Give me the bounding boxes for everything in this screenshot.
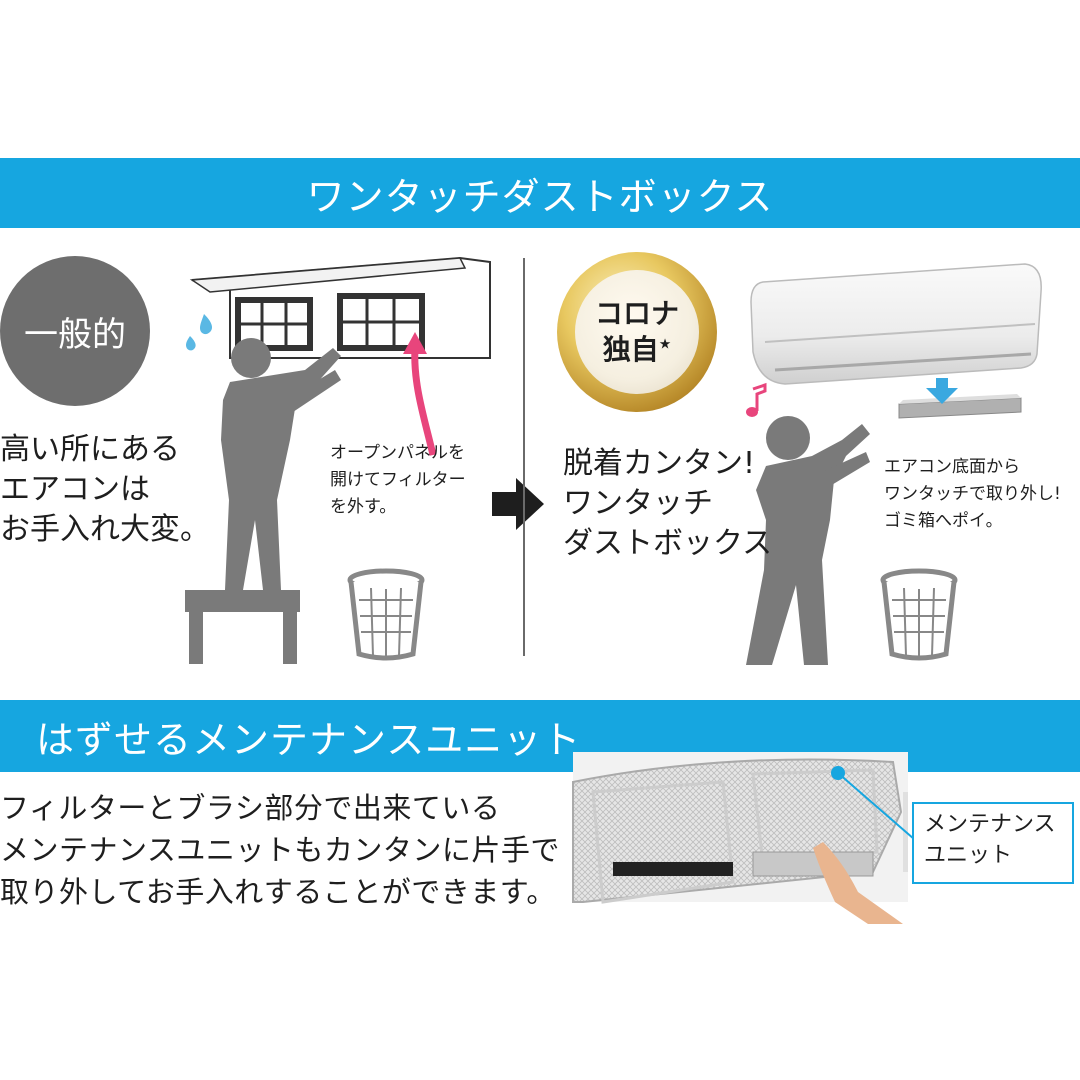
general-badge: 一般的 xyxy=(0,256,150,406)
dust-box-illustration xyxy=(898,394,1022,419)
section2-body: フィルターとブラシ部分で出来ている メンテナンスユニットもカンタンに片手で 取り… xyxy=(0,788,560,913)
general-headline: 高い所にある エアコンは お手入れ大変。 xyxy=(0,430,210,550)
right-arrow-icon xyxy=(492,478,544,530)
corona-headline: 脱着カンタン! ワンタッチ ダストボックス xyxy=(563,444,772,564)
star-icon: ★ xyxy=(658,336,672,353)
pink-arrow-icon xyxy=(403,332,437,456)
trash-bin-icon xyxy=(880,568,958,661)
corona-badge-inner: コロナ 独自★ xyxy=(575,270,699,394)
water-drop-icon xyxy=(186,314,212,351)
person-throwing-illustration xyxy=(746,416,870,665)
callout-line-2: ユニット xyxy=(924,842,1013,868)
open-panel-ac-illustration xyxy=(189,256,491,359)
music-note-icon xyxy=(746,382,767,417)
maintenance-unit-photo xyxy=(572,752,908,924)
section2-body-line-3: 取り外してお手入れすることができます。 xyxy=(0,874,556,909)
corona-badge-line2-wrap: 独自★ xyxy=(603,332,672,368)
person-on-stool-illustration xyxy=(185,338,341,664)
general-headline-line-2: エアコンは xyxy=(0,471,150,507)
section1-banner: ワンタッチダストボックス xyxy=(0,158,1080,228)
general-note-line-3: を外す。 xyxy=(330,496,397,517)
callout-line-1: メンテナンス xyxy=(924,812,1056,837)
corona-badge-line1: コロナ xyxy=(594,296,679,330)
section2-body-line-2: メンテナンスユニットもカンタンに片手で xyxy=(0,832,560,867)
general-headline-line-1: 高い所にある xyxy=(0,432,180,467)
section2-title: はずせるメンテナンスユニット xyxy=(36,717,582,762)
corona-note-line-1: エアコン底面から xyxy=(884,457,1020,477)
section2-banner: はずせるメンテナンスユニット xyxy=(0,700,1080,772)
vertical-divider xyxy=(523,258,525,656)
section1-title: ワンタッチダストボックス xyxy=(306,174,774,219)
corona-headline-line-3: ダストボックス xyxy=(563,525,773,561)
corona-headline-line-2: ワンタッチ xyxy=(563,485,713,521)
corona-headline-line-1: 脱着カンタン! xyxy=(563,446,756,481)
general-badge-label: 一般的 xyxy=(24,314,126,355)
corona-note: エアコン底面から ワンタッチで取り外し! ゴミ箱へポイ。 xyxy=(884,454,1061,535)
trash-bin-icon xyxy=(347,568,425,661)
callout-line xyxy=(831,766,915,840)
corona-note-line-3: ゴミ箱へポイ。 xyxy=(884,510,1003,531)
corona-original-badge: コロナ 独自★ xyxy=(557,252,717,412)
general-note-line-1: オープンパネルを xyxy=(330,443,465,463)
corona-note-line-2: ワンタッチで取り外し! xyxy=(884,483,1061,504)
corona-badge-line2: 独自 xyxy=(602,333,659,366)
air-conditioner-illustration xyxy=(750,263,1042,385)
general-headline-line-3: お手入れ大変。 xyxy=(0,511,210,547)
general-note-line-2: 開けてフィルター xyxy=(330,469,466,490)
maintenance-unit-callout: メンテナンス ユニット xyxy=(912,802,1074,884)
general-note: オープンパネルを 開けてフィルター を外す。 xyxy=(330,440,466,521)
blue-down-arrow-icon xyxy=(926,378,958,404)
section2-body-line-1: フィルターとブラシ部分で出来ている xyxy=(0,791,501,825)
